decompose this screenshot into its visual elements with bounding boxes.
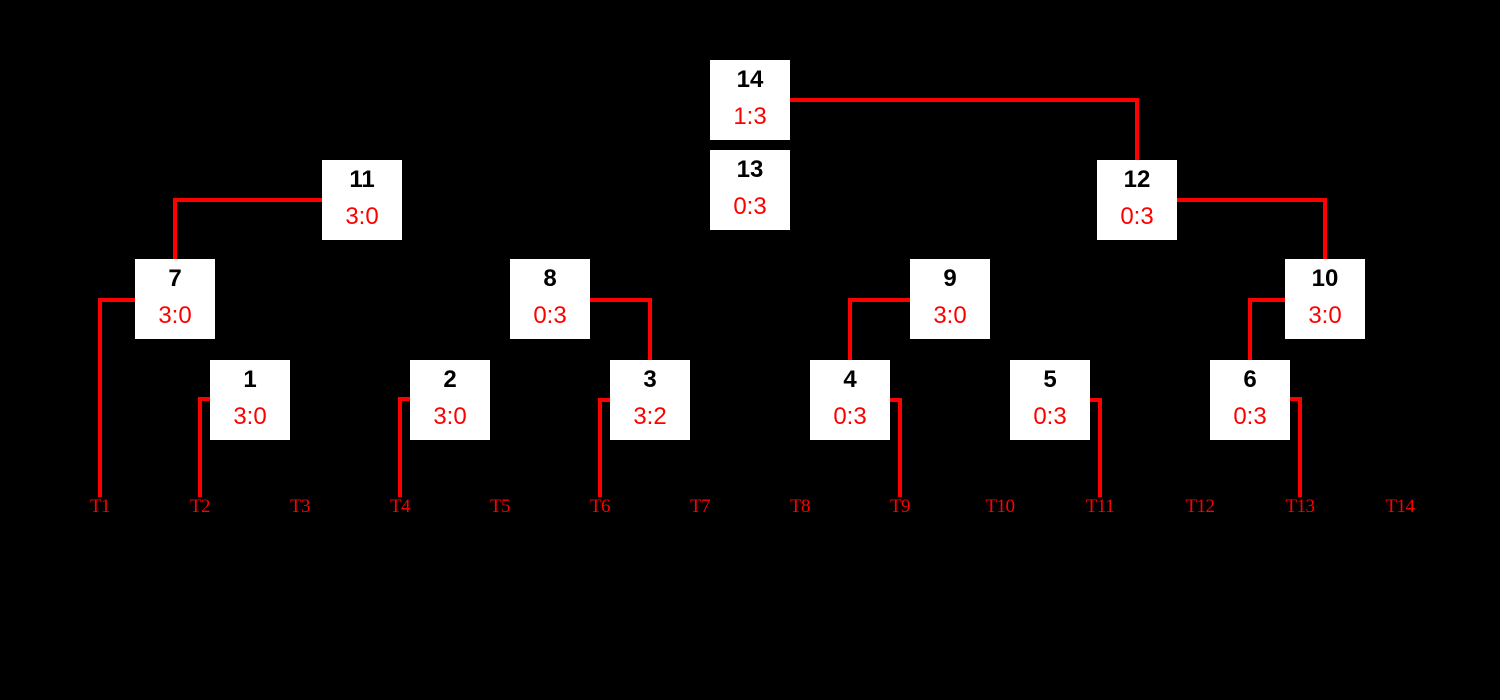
match-number: 3 (643, 366, 657, 393)
team-label-t1: T1 (89, 496, 111, 517)
match-score: 3:0 (158, 302, 192, 329)
match-score: 3:0 (345, 203, 379, 230)
match-score: 0:3 (833, 403, 867, 430)
team-label-t5: T5 (489, 496, 511, 517)
match-number: 1 (243, 366, 257, 393)
match-score: 3:0 (1308, 302, 1342, 329)
match-score: 0:3 (1120, 203, 1154, 230)
match-number: 2 (443, 366, 457, 393)
connector-m3-t6 (598, 398, 610, 497)
team-label-t14: T14 (1385, 496, 1415, 517)
team-label-t4: T4 (389, 496, 411, 517)
match-number: 7 (168, 265, 182, 292)
match-number: 10 (1311, 265, 1339, 292)
match-number: 12 (1123, 166, 1151, 193)
connector-m11-m7 (173, 198, 322, 261)
match-score: 3:0 (233, 403, 267, 430)
match-number: 9 (943, 265, 957, 292)
connector-m1-t2 (198, 397, 210, 497)
connector-m8-m3 (590, 298, 652, 362)
match-number: 4 (843, 366, 857, 393)
connector-m12-m10 (1177, 198, 1327, 261)
match-score: 0:3 (1233, 403, 1267, 430)
match-score: 0:3 (733, 193, 767, 220)
connector-m14-m12 (790, 98, 1139, 162)
match-number: 13 (736, 156, 764, 183)
connector-m4-t9 (890, 398, 902, 497)
match-score: 3:0 (933, 302, 967, 329)
connector-m9-m4 (848, 298, 910, 362)
team-label-t7: T7 (689, 496, 711, 517)
match-score: 1:3 (733, 103, 767, 130)
match-score: 0:3 (533, 302, 567, 329)
team-label-t12: T12 (1185, 496, 1215, 517)
match-score: 0:3 (1033, 403, 1067, 430)
connector-m10-m6 (1248, 298, 1285, 362)
match-number: 14 (736, 66, 764, 93)
team-label-t11: T11 (1085, 496, 1115, 517)
team-label-t6: T6 (589, 496, 611, 517)
team-label-t9: T9 (889, 496, 911, 517)
match-score: 3:0 (433, 403, 467, 430)
connector-m2-t4 (398, 397, 410, 497)
connector-m5-t11 (1090, 398, 1102, 497)
connector-m7-t1 (98, 298, 135, 497)
team-label-t10: T10 (985, 496, 1015, 517)
team-label-t13: T13 (1285, 496, 1315, 517)
match-score: 3:2 (633, 403, 667, 430)
match-number: 6 (1243, 366, 1257, 393)
connector-m6-t13 (1290, 397, 1302, 497)
match-number: 11 (349, 166, 375, 193)
match-number: 8 (543, 265, 557, 292)
team-label-t2: T2 (189, 496, 211, 517)
team-label-t8: T8 (789, 496, 811, 517)
match-number: 5 (1043, 366, 1057, 393)
team-label-t3: T3 (289, 496, 311, 517)
